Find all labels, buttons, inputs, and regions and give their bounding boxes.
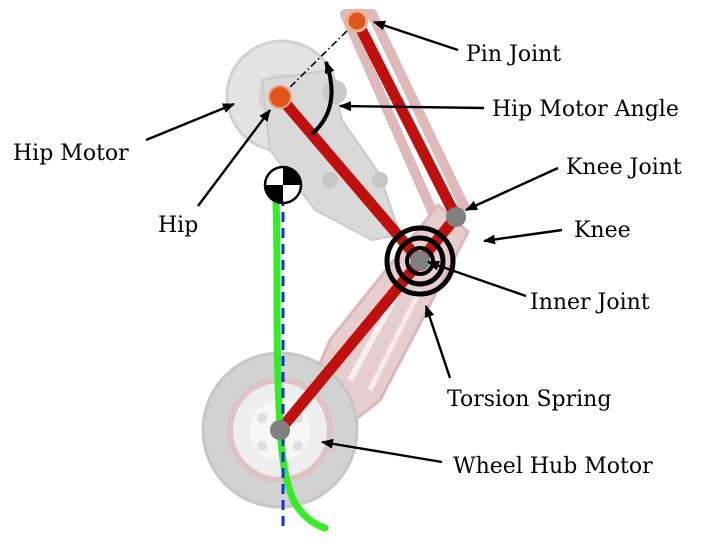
label-hip-motor: Hip Motor: [13, 141, 129, 166]
shank-link: [274, 255, 426, 436]
label-hip-motor-angle: Hip Motor Angle: [492, 97, 679, 122]
arrow-pin-joint: [373, 20, 459, 52]
arrow-knee-joint: [465, 166, 559, 212]
knee-joint: [446, 207, 466, 227]
hip-motor-angle-arc: [310, 61, 335, 136]
angle-reference-line: [279, 20, 358, 98]
arrow-knee: [483, 228, 563, 245]
label-inner-joint: Inner Joint: [530, 290, 650, 315]
wheel-hub-joint: [270, 420, 290, 440]
hip-joint: [268, 85, 292, 109]
pushrod-link: [351, 15, 462, 223]
label-pin-joint: Pin Joint: [466, 42, 561, 67]
arrow-hip-motor: [145, 102, 235, 142]
center-of-mass-icon: [263, 165, 303, 205]
label-knee: Knee: [574, 218, 631, 243]
label-wheel-hub-motor: Wheel Hub Motor: [453, 454, 653, 479]
thigh-link: [274, 91, 426, 267]
annotation-arrows: [145, 20, 563, 464]
arrow-torsion-spring: [424, 305, 452, 379]
label-torsion-spring: Torsion Spring: [447, 387, 611, 412]
label-hip: Hip: [158, 213, 198, 238]
pin-joint: [345, 9, 369, 33]
label-knee-joint: Knee Joint: [566, 155, 682, 180]
arrow-hip: [197, 109, 271, 207]
arrow-wheel-hub-motor: [321, 438, 443, 464]
arrow-inner-joint: [427, 260, 527, 298]
arrow-hip-motor-angle: [339, 101, 485, 112]
inner-joint: [410, 251, 430, 271]
